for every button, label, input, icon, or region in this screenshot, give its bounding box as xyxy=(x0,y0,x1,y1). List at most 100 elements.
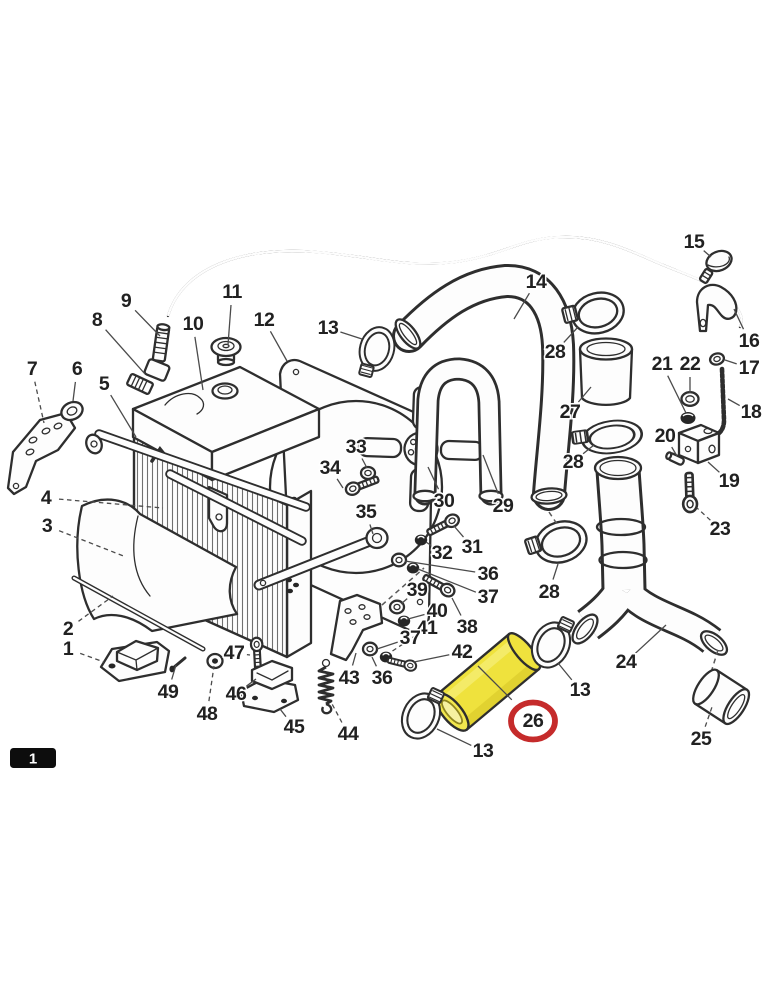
part-label-23[interactable]: 23 xyxy=(708,517,733,542)
part-label-37[interactable]: 37 xyxy=(398,626,422,651)
leader-line-7 xyxy=(34,381,45,424)
nut-40-drawing xyxy=(397,614,411,628)
part-label-12[interactable]: 12 xyxy=(252,308,277,333)
leader-line-35 xyxy=(369,524,374,535)
leader-line-24 xyxy=(635,624,667,654)
part-label-26-highlighted[interactable]: 26 xyxy=(521,709,546,734)
part-label-14[interactable]: 14 xyxy=(524,270,549,295)
part-label-32[interactable]: 32 xyxy=(430,541,455,566)
part-label-44[interactable]: 44 xyxy=(336,722,361,747)
part-label-21[interactable]: 21 xyxy=(650,352,675,377)
part-label-19[interactable]: 19 xyxy=(717,469,742,494)
leader-line-40 xyxy=(407,613,425,620)
part-label-2[interactable]: 2 xyxy=(61,617,76,642)
pipe-24-drawing xyxy=(571,455,729,656)
part-label-48[interactable]: 48 xyxy=(195,702,220,727)
leader-line-28 xyxy=(552,563,559,580)
part-label-37[interactable]: 37 xyxy=(476,585,500,610)
part-label-13[interactable]: 13 xyxy=(471,739,496,764)
highlighted-hose-26[interactable] xyxy=(430,629,545,736)
leader-line-28 xyxy=(563,326,579,343)
part-label-35[interactable]: 35 xyxy=(354,500,379,525)
part-label-25[interactable]: 25 xyxy=(689,727,714,752)
part-label-33[interactable]: 33 xyxy=(344,435,369,460)
nut-17-drawing xyxy=(708,352,726,366)
part-label-28[interactable]: 28 xyxy=(537,580,562,605)
part-label-28[interactable]: 28 xyxy=(543,340,568,365)
leader-line-9 xyxy=(134,309,161,337)
part-label-9[interactable]: 9 xyxy=(119,289,134,314)
bracket-1-drawing xyxy=(99,639,171,683)
part-label-34[interactable]: 34 xyxy=(318,456,343,481)
leader-line-38 xyxy=(451,597,462,616)
part-label-29[interactable]: 29 xyxy=(491,494,516,519)
leader-line-8 xyxy=(105,329,146,375)
leader-line-31 xyxy=(453,525,464,538)
alignment-lines xyxy=(381,511,719,680)
part-label-4[interactable]: 4 xyxy=(39,486,54,511)
leader-line-48 xyxy=(208,665,215,702)
clip-16-drawing xyxy=(695,283,738,333)
part-label-6[interactable]: 6 xyxy=(70,357,85,382)
arm-35-drawing xyxy=(253,526,389,591)
leader-line-36 xyxy=(371,656,377,667)
figure-badge-label: 1 xyxy=(29,751,37,768)
part-label-11[interactable]: 11 xyxy=(221,280,245,305)
part-label-7[interactable]: 7 xyxy=(25,357,39,382)
part-label-39[interactable]: 39 xyxy=(405,578,430,603)
bracket-43-drawing xyxy=(329,593,384,662)
rod-2-drawing xyxy=(71,575,206,652)
washer-36b-drawing xyxy=(361,641,379,657)
part-label-18[interactable]: 18 xyxy=(739,400,764,425)
part-label-3[interactable]: 3 xyxy=(40,514,55,539)
part-label-36[interactable]: 36 xyxy=(370,666,395,691)
leader-line-20 xyxy=(671,446,678,457)
part-label-46[interactable]: 46 xyxy=(224,682,249,707)
part-label-49[interactable]: 49 xyxy=(156,680,181,705)
leader-line-39 xyxy=(400,598,408,605)
radiator-cap-drawing xyxy=(210,336,242,367)
leader-line-19 xyxy=(707,461,720,473)
leader-line-33 xyxy=(361,458,368,469)
nut-22-drawing xyxy=(680,391,700,407)
leader-line-13 xyxy=(557,662,573,681)
clamp-28c-drawing xyxy=(521,513,594,573)
part-label-27[interactable]: 27 xyxy=(558,400,582,425)
part-label-10[interactable]: 10 xyxy=(181,312,206,337)
part-label-8[interactable]: 8 xyxy=(90,308,105,333)
part-label-24[interactable]: 24 xyxy=(614,650,639,675)
part-label-15[interactable]: 15 xyxy=(682,230,707,255)
part-label-43[interactable]: 43 xyxy=(337,666,362,691)
part-label-38[interactable]: 38 xyxy=(455,615,480,640)
part-label-1[interactable]: 1 xyxy=(61,637,76,662)
part-label-40[interactable]: 40 xyxy=(425,599,450,624)
part-label-13[interactable]: 13 xyxy=(316,316,341,341)
bushing-6-drawing xyxy=(60,400,84,422)
nut-37-drawing xyxy=(406,561,420,575)
leader-line-21 xyxy=(667,375,687,414)
part-label-5[interactable]: 5 xyxy=(97,372,112,397)
leader-line-23 xyxy=(696,507,711,521)
part-label-20[interactable]: 20 xyxy=(653,424,678,449)
part-label-42[interactable]: 42 xyxy=(450,640,475,665)
part-label-16[interactable]: 16 xyxy=(737,329,762,354)
part-label-36[interactable]: 36 xyxy=(476,562,501,587)
leader-line-34 xyxy=(336,478,344,489)
part-label-22[interactable]: 22 xyxy=(678,352,703,377)
leader-line-32 xyxy=(425,541,432,547)
part-label-47[interactable]: 47 xyxy=(222,641,246,666)
part-label-41[interactable]: 41 xyxy=(415,616,440,641)
leader-line-2 xyxy=(78,595,114,622)
part-label-31[interactable]: 31 xyxy=(460,535,485,560)
part-label-45[interactable]: 45 xyxy=(282,715,307,740)
part-label-30[interactable]: 30 xyxy=(432,489,457,514)
nut-33-drawing xyxy=(359,465,377,481)
leader-line-30 xyxy=(427,466,440,490)
part-label-13[interactable]: 13 xyxy=(568,678,593,703)
part-label-28[interactable]: 28 xyxy=(561,450,586,475)
washer-36-drawing xyxy=(390,552,408,568)
part-label-17[interactable]: 17 xyxy=(737,356,761,381)
